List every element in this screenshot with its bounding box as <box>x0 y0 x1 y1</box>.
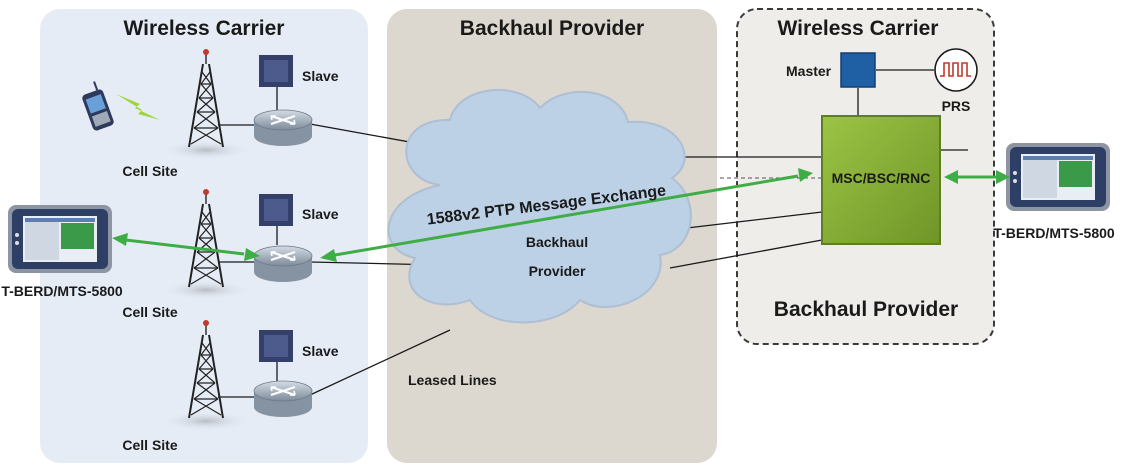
tester-label-right: T-BERD/MTS-5800 <box>993 225 1115 241</box>
master-clock-icon <box>840 52 876 88</box>
prs-label: PRS <box>942 98 971 114</box>
mobile-phone-icon <box>82 81 114 131</box>
test-set-icon <box>1006 143 1110 211</box>
router-icon <box>253 380 313 418</box>
cell-site-label: Cell Site <box>122 304 177 320</box>
wireless-carrier-left-title: Wireless Carrier <box>124 17 285 40</box>
wireless-signal-icon <box>116 94 160 120</box>
msc-bsc-rnc-box <box>821 115 941 245</box>
slave-clock-icon <box>259 330 293 362</box>
cloud-label-line2: Provider <box>529 263 586 279</box>
router-icon <box>253 245 313 283</box>
tester-label-left: T-BERD/MTS-5800 <box>1 283 123 299</box>
test-set-icon <box>8 205 112 273</box>
cell-site-label: Cell Site <box>122 163 177 179</box>
msc-bsc-rnc-label: MSC/BSC/RNC <box>832 170 931 186</box>
router-icon <box>253 109 313 147</box>
backhaul-cloud <box>387 88 692 324</box>
wireless-carrier-right-title: Wireless Carrier <box>778 17 939 40</box>
prs-clock-icon <box>934 48 978 92</box>
slave-label: Slave <box>302 343 339 359</box>
slave-label: Slave <box>302 68 339 84</box>
slave-clock-icon <box>259 55 293 87</box>
slave-label: Slave <box>302 206 339 222</box>
leased-lines-label: Leased Lines <box>408 372 497 388</box>
cell-site-label: Cell Site <box>122 437 177 453</box>
cloud-label-line1: Backhaul <box>526 234 588 250</box>
backhaul-provider-middle-title: Backhaul Provider <box>460 17 644 40</box>
backhaul-provider-right-title: Backhaul Provider <box>774 298 958 321</box>
master-label: Master <box>786 63 832 79</box>
slave-clock-icon <box>259 194 293 226</box>
ptp-arrows <box>112 168 1010 262</box>
